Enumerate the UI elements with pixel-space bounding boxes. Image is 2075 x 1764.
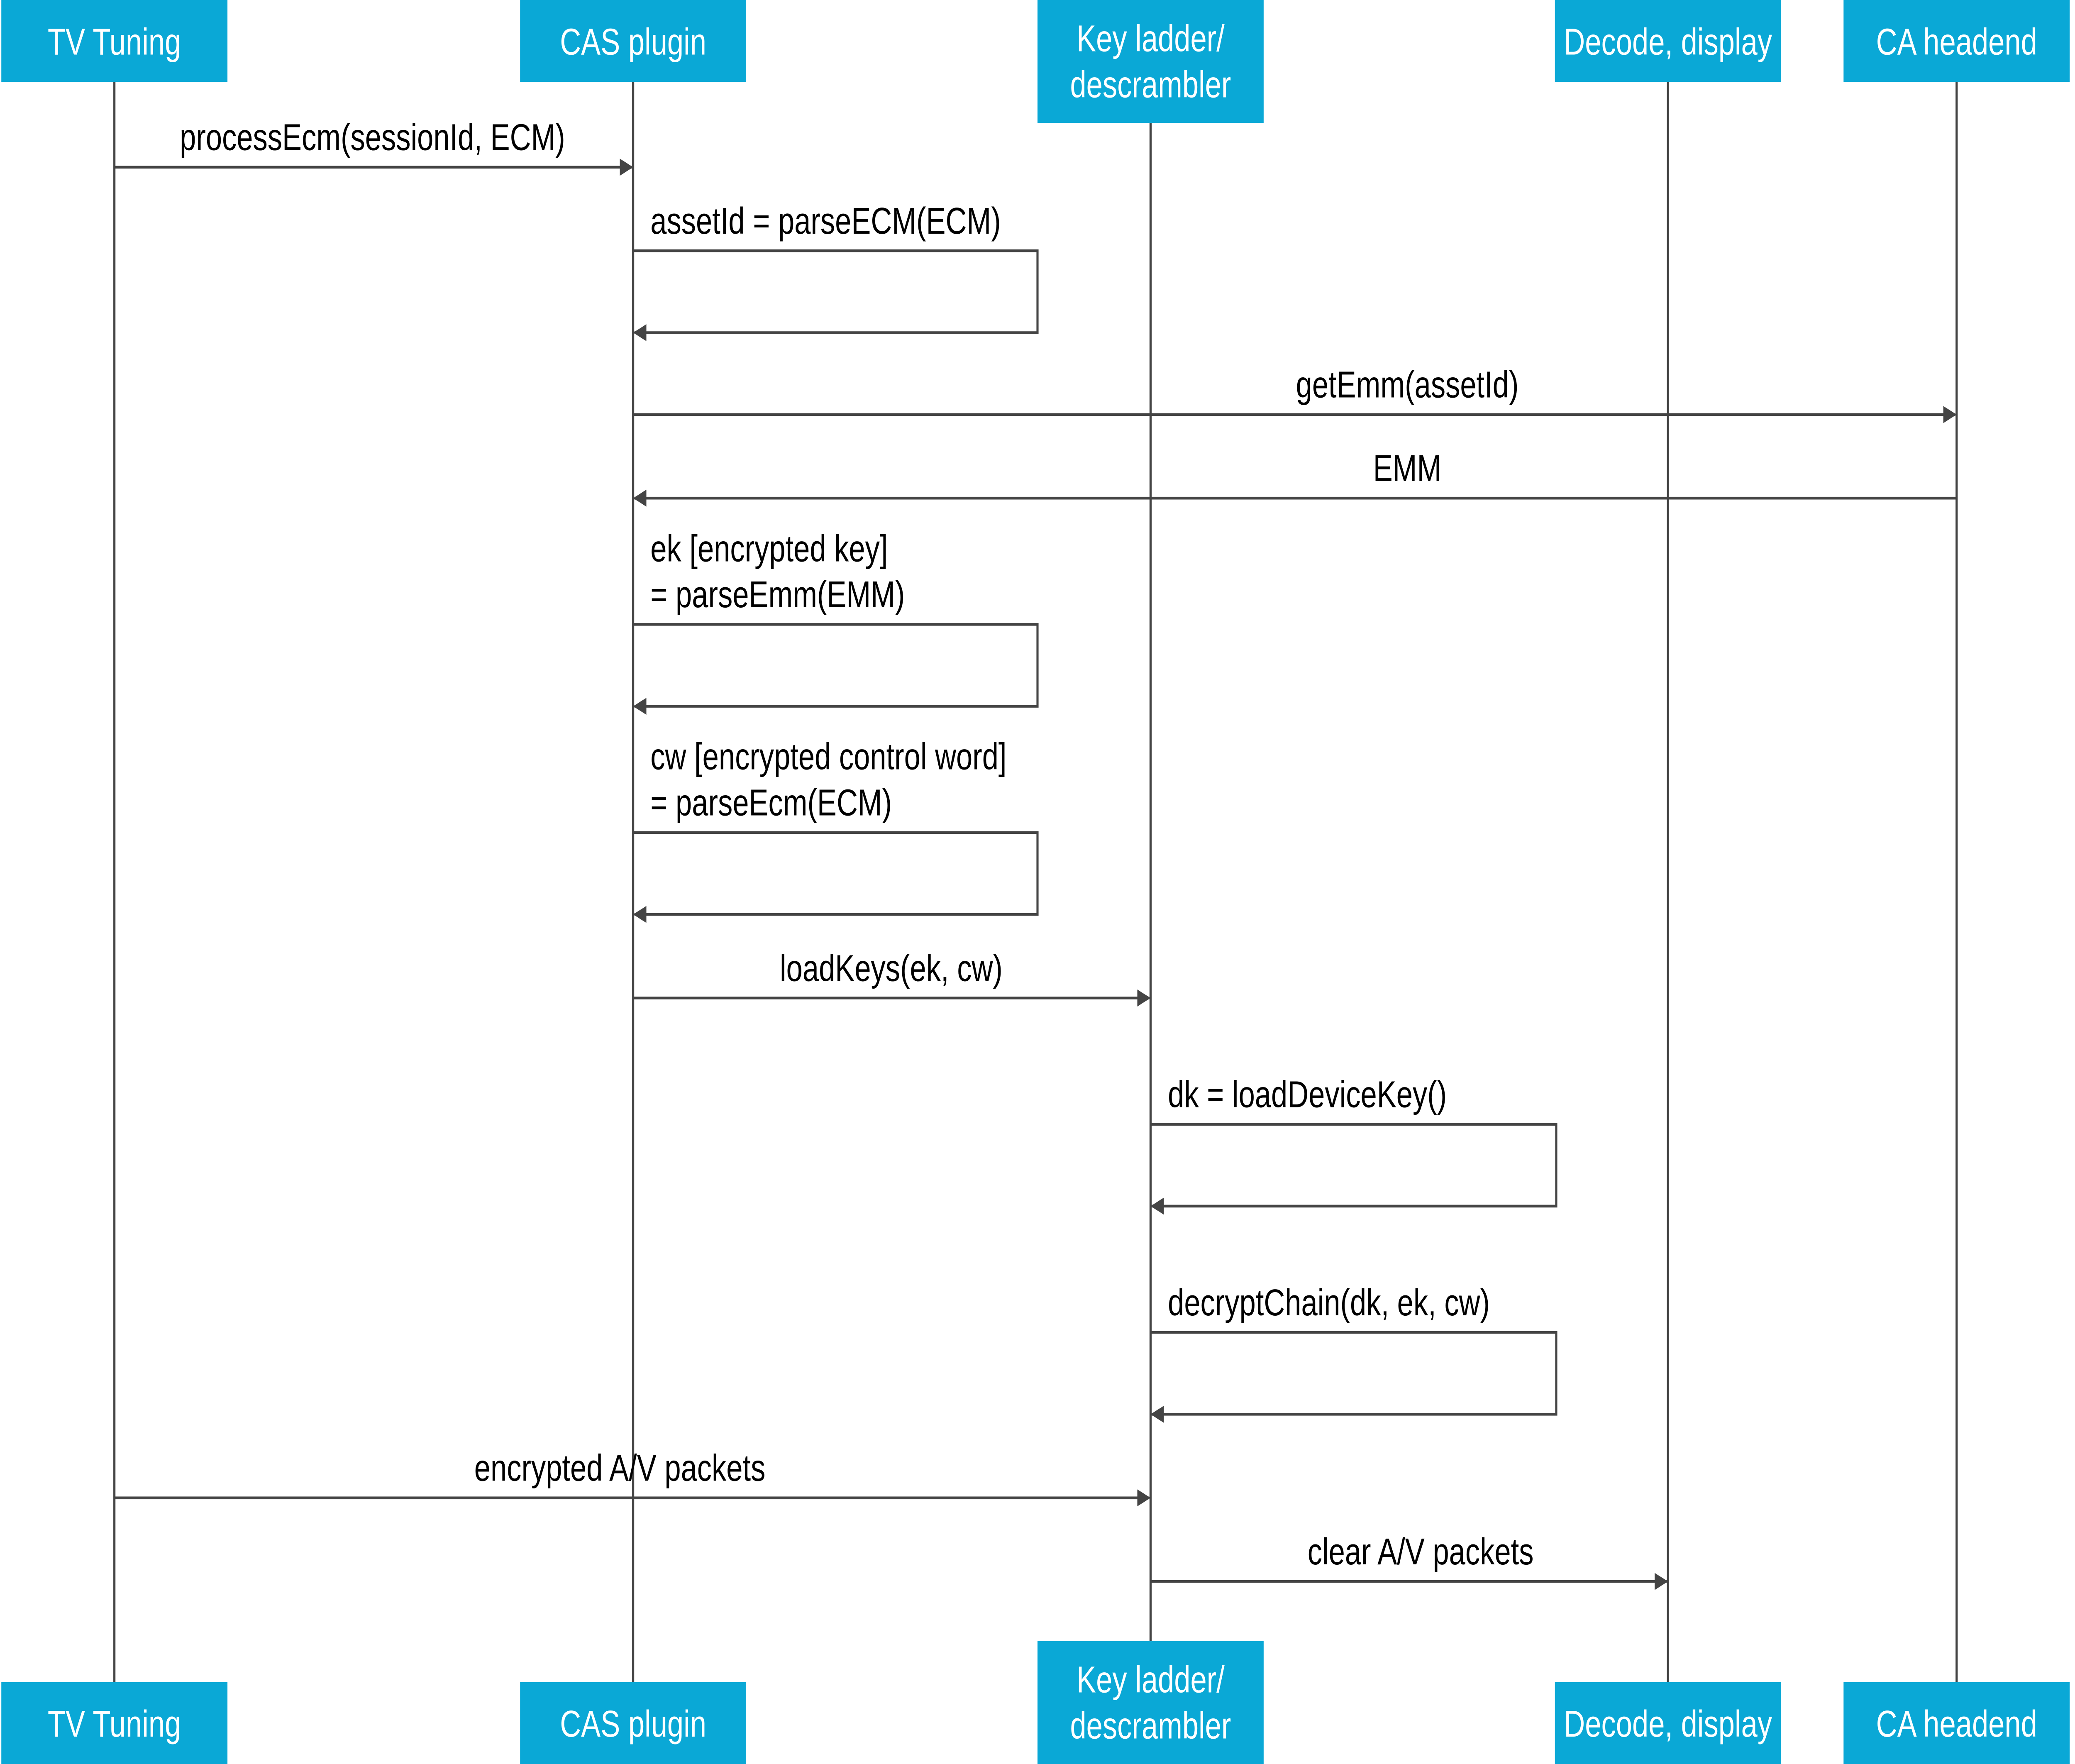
participant-label: Key ladder/ (1077, 18, 1225, 59)
participant-ca-bottom: CA headend (1843, 1682, 2070, 1764)
message-label: dk = loadDeviceKey() (1168, 1074, 1447, 1115)
participant-box (520, 0, 747, 82)
self-message-arrow (1150, 1123, 1557, 1215)
message-label: ek [encrypted key] (650, 528, 888, 569)
participant-box (1038, 1641, 1264, 1764)
participant-label: Decode, display (1564, 1703, 1772, 1745)
message-5: cw [encrypted control word] = parseEcm(EC… (633, 736, 1039, 923)
message-label: = parseEmm(EMM) (650, 574, 905, 616)
message-label: cw [encrypted control word] (650, 736, 1006, 777)
message-label: clear A/V packets (1308, 1531, 1534, 1573)
self-message-arrow (1150, 1331, 1557, 1423)
participant-box (1843, 0, 2070, 82)
message-label: processEcm(sessionId, ECM) (180, 117, 565, 158)
participant-box (1038, 0, 1264, 123)
participant-key-bottom: Key ladder/descrambler (1038, 1641, 1264, 1764)
participant-label: Key ladder/ (1077, 1659, 1225, 1700)
participant-label: CAS plugin (560, 1703, 706, 1745)
message-label: EMM (1373, 448, 1441, 489)
participant-box (1555, 1682, 1781, 1764)
participant-label: CA headend (1876, 1703, 2037, 1745)
participant-tv-top: TV Tuning (1, 0, 228, 82)
participant-label: CA headend (1876, 21, 2037, 63)
message-4: ek [encrypted key] = parseEmm(EMM) (633, 528, 1039, 715)
message-label: = parseEcm(ECM) (650, 782, 892, 823)
participant-dec-bottom: Decode, display (1555, 1682, 1781, 1764)
self-message-arrow (633, 249, 1039, 342)
message-8: decryptChain(dk, ek, cw) (1150, 1282, 1557, 1423)
message-label: assetId = parseECM(ECM) (650, 200, 1001, 242)
participant-label: TV Tuning (48, 21, 181, 63)
message-2: getEmm(assetId) (633, 364, 1957, 423)
message-label: decryptChain(dk, ek, cw) (1168, 1282, 1490, 1324)
lifelines (113, 82, 1958, 1682)
message-9: encrypted A/V packets (114, 1447, 1151, 1507)
message-1: assetId = parseECM(ECM) (633, 200, 1039, 342)
message-7: dk = loadDeviceKey() (1150, 1074, 1557, 1215)
participant-box (1843, 1682, 2070, 1764)
participant-dec-top: Decode, display (1555, 0, 1781, 82)
message-label: loadKeys(ek, cw) (780, 948, 1003, 989)
message-10: clear A/V packets (1150, 1531, 1668, 1590)
participant-tv-bottom: TV Tuning (1, 1682, 228, 1764)
participant-label: descrambler (1070, 64, 1231, 105)
message-6: loadKeys(ek, cw) (633, 948, 1151, 1007)
self-message-arrow (633, 623, 1039, 715)
participant-label: CAS plugin (560, 21, 706, 63)
participant-box (1555, 0, 1781, 82)
self-message-arrow (633, 831, 1039, 923)
participant-label: descrambler (1070, 1705, 1231, 1747)
message-3: EMM (633, 448, 1957, 507)
participant-box (1, 1682, 228, 1764)
message-0: processEcm(sessionId, ECM) (114, 117, 633, 176)
participant-label: TV Tuning (48, 1703, 181, 1745)
participant-box (1, 0, 228, 82)
participant-box (520, 1682, 747, 1764)
participant-cas-bottom: CAS plugin (520, 1682, 747, 1764)
participant-label: Decode, display (1564, 21, 1772, 63)
messages: processEcm(sessionId, ECM) assetId = pars… (114, 117, 1957, 1590)
message-label: getEmm(assetId) (1296, 364, 1519, 406)
participant-key-top: Key ladder/descrambler (1038, 0, 1264, 123)
message-label: encrypted A/V packets (474, 1447, 766, 1489)
participant-cas-top: CAS plugin (520, 0, 747, 82)
participant-ca-top: CA headend (1843, 0, 2070, 82)
